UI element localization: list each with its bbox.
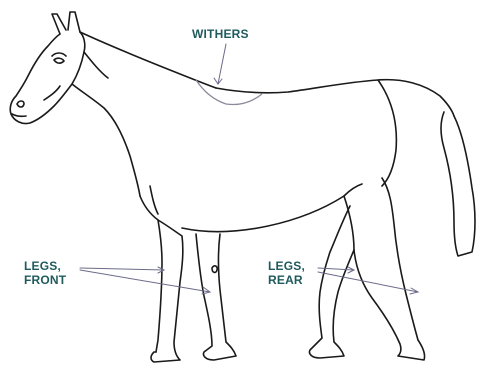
horse-back xyxy=(216,80,454,116)
horse-ear-left xyxy=(52,14,66,34)
horse-nostril xyxy=(17,101,24,107)
rear-leader-line-upper xyxy=(318,268,354,270)
horse-rear-leg-far xyxy=(309,206,354,358)
horse-outline xyxy=(10,12,475,362)
horse-front-leg-near xyxy=(151,220,183,362)
legs-front-label: LEGS, FRONT xyxy=(24,259,66,287)
horse-neck-underside xyxy=(72,84,140,196)
withers-label-text: WITHERS xyxy=(192,27,249,41)
withers-arrowhead xyxy=(214,78,222,84)
horse-head xyxy=(10,32,85,124)
front-leader-line-upper xyxy=(80,268,164,270)
horse-eye xyxy=(54,58,64,63)
horse-belly xyxy=(182,196,344,232)
horse-tail xyxy=(441,112,475,256)
legs-rear-label-line-2: REAR xyxy=(268,273,305,287)
horse-chest xyxy=(140,196,162,352)
front-leader-line-lower xyxy=(80,270,210,292)
legs-front-label-line-1: LEGS, xyxy=(24,259,66,273)
withers-label: WITHERS xyxy=(192,27,249,41)
horse-mouth xyxy=(12,114,26,116)
withers-leader-line xyxy=(218,44,226,84)
legs-rear-label: LEGS, REAR xyxy=(268,259,305,287)
horse-rear-leg-near xyxy=(344,178,425,360)
horse-front-leg-far xyxy=(196,234,236,360)
legs-rear-label-line-1: LEGS, xyxy=(268,259,305,273)
horse-ear-right xyxy=(68,12,80,32)
horse-chestnut xyxy=(212,266,217,273)
legs-front-label-line-2: FRONT xyxy=(24,273,66,287)
